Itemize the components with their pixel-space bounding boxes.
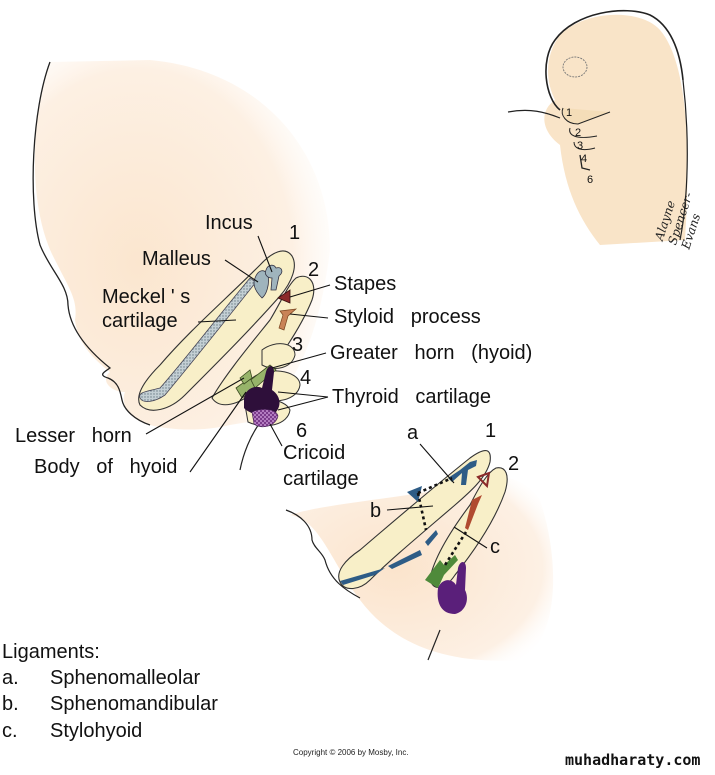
- label-cricoid-1: Cricoid: [283, 442, 346, 464]
- lig-arch-number-1: 1: [485, 420, 497, 442]
- embryo-arch-3: [573, 141, 596, 151]
- ligament-letter: c.: [2, 720, 18, 742]
- lig-arch-1: [338, 450, 491, 590]
- arch-number-4: 4: [300, 367, 312, 389]
- embryo-body: [544, 14, 688, 245]
- incus: [264, 264, 283, 291]
- arch-number-2: 2: [308, 259, 320, 281]
- label-meckels-1: Meckel ' s: [102, 286, 191, 308]
- arch-number-3: 3: [292, 334, 304, 356]
- ligament-c: [443, 531, 468, 566]
- embryo-arch-1: [561, 107, 611, 125]
- label-incus: Incus: [205, 212, 253, 234]
- lig-stapes: [476, 471, 491, 489]
- lig-malleus-incus: [448, 460, 477, 485]
- label-body-of-hyoid: Body of hyoid: [34, 456, 178, 478]
- ligament-name: Sphenomalleolar: [50, 667, 201, 689]
- ligament-letter: a.: [2, 667, 19, 689]
- arch-number-1: 1: [289, 222, 301, 244]
- ligament-letter: b.: [2, 693, 19, 715]
- main-head: [32, 60, 331, 473]
- embryo-number-4: 4: [581, 153, 588, 165]
- label-greater-horn: Greater horn (hyoid): [330, 342, 533, 364]
- embryo-arch-4: [579, 154, 591, 171]
- meckel-remnant: [340, 530, 438, 585]
- lig-thyroid: [437, 562, 467, 614]
- embryo-number-3: 3: [577, 140, 584, 152]
- head-outline: [32, 61, 151, 426]
- ligament-diagram: [285, 443, 554, 661]
- arch-number-6: 6: [296, 420, 308, 442]
- label-thyroid-cartilage: Thyroid cartilage: [332, 386, 491, 408]
- ligament-name: Stylohyoid: [50, 720, 143, 742]
- cricoid-cartilage: [251, 409, 279, 428]
- embryo-arch-2: [569, 127, 598, 138]
- label-stapes: Stapes: [334, 273, 397, 295]
- label-styloid-process: Styloid process: [334, 306, 481, 328]
- embryo-inset: [507, 9, 688, 245]
- embryo-eye: [562, 56, 588, 78]
- embryo-number-2: 2: [575, 127, 582, 139]
- label-malleus: Malleus: [142, 248, 211, 270]
- embryo-number-1: 1: [566, 107, 573, 119]
- lig-label-b: b: [370, 500, 382, 522]
- ligament-item-b: b. Sphenomandibular: [2, 693, 218, 716]
- lig-label-a: a: [407, 422, 419, 444]
- thyroid-cartilage: [244, 366, 280, 416]
- malleus: [253, 270, 269, 299]
- leader-lines: [145, 235, 331, 473]
- ligament-name: Sphenomandibular: [50, 693, 218, 715]
- lesser-horn: [239, 369, 253, 385]
- ligament-item-a: a. Sphenomalleolar: [2, 667, 200, 690]
- styloid-process: [278, 308, 298, 331]
- watermark: muhadharaty.com: [565, 751, 701, 769]
- copyright: Copyright © 2006 by Mosby, Inc.: [293, 748, 409, 757]
- embryo-number-6: 6: [587, 174, 594, 186]
- lig-label-c: c: [490, 536, 500, 558]
- label-meckels-2: cartilage: [102, 310, 178, 332]
- ligaments-title: Ligaments:: [2, 641, 100, 663]
- lig-styloid: [465, 495, 482, 530]
- ligament-a: [417, 476, 453, 495]
- ligament-b: [416, 492, 428, 531]
- lig-arch-number-2: 2: [508, 453, 520, 475]
- label-cricoid-2: cartilage: [283, 468, 359, 490]
- label-lesser-horn: Lesser horn: [15, 425, 132, 447]
- sphenoid-spine: [407, 486, 422, 502]
- lig-hyoid: [425, 555, 458, 588]
- ligament-item-c: c. Stylohyoid: [2, 720, 142, 743]
